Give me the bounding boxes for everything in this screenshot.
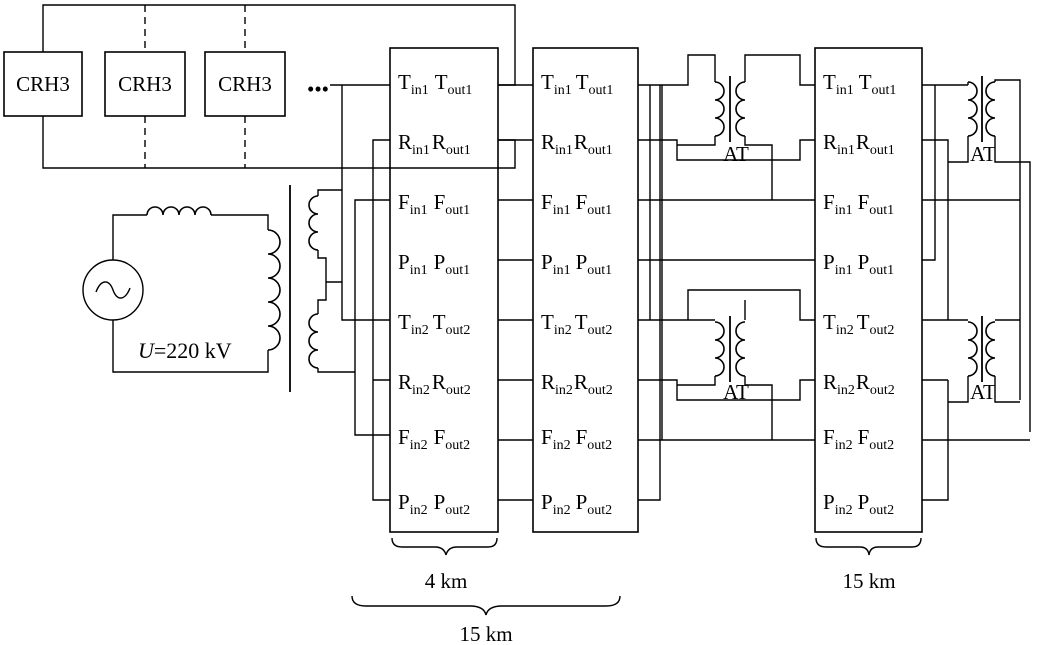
bus-t1 xyxy=(341,85,390,321)
auto-transformer-upper: AT xyxy=(638,54,815,320)
at-coil-right-icon xyxy=(735,321,746,377)
at-upper-leads xyxy=(638,54,815,320)
terminal-label: Rin2Rout2 xyxy=(541,370,613,398)
section-box-2 xyxy=(532,47,639,533)
train-label-3: CRH3 xyxy=(218,72,272,96)
distance-label-15km-total: 15 km xyxy=(459,622,512,645)
bus-r xyxy=(372,139,390,501)
brace-total-span xyxy=(351,595,621,616)
terminal-label: Rin1Rout1 xyxy=(823,130,895,158)
train-label-2: CRH3 xyxy=(118,72,172,96)
train-label-1: CRH3 xyxy=(16,72,70,96)
bus-f xyxy=(354,199,390,436)
terminal-label: Rin2Rout2 xyxy=(823,370,895,398)
at-label: AT xyxy=(970,142,996,166)
sine-wave-icon xyxy=(95,281,131,299)
links-s1-s2 xyxy=(498,84,533,501)
secondary-winding-lower-icon xyxy=(308,313,319,369)
at-coil-right-icon xyxy=(985,81,996,137)
secondary-leads xyxy=(317,189,355,373)
at-coil-right-icon xyxy=(735,81,746,137)
at-label: AT xyxy=(970,380,996,404)
at-coil-left-icon xyxy=(967,321,978,377)
distance-annotations: 4 km 15 km 15 km xyxy=(351,537,922,645)
terminal-label: Rin1Rout1 xyxy=(541,130,613,158)
source-voltage-label: U=220 kV xyxy=(138,338,232,363)
distance-label-4km: 4 km xyxy=(425,569,468,593)
at-right-upper-leads xyxy=(922,79,1031,432)
source-lead-top xyxy=(112,214,147,260)
brace-section-1 xyxy=(391,537,498,556)
distance-label-15km-right: 15 km xyxy=(842,569,895,593)
auto-transformer-right-lower: AT xyxy=(922,316,1030,501)
at-label: AT xyxy=(723,142,749,166)
auto-transformer-lower: AT xyxy=(638,289,815,440)
at-coil-left-icon xyxy=(714,321,725,377)
secondary-winding-upper-icon xyxy=(308,195,319,251)
terminal-label: Rin2Rout2 xyxy=(398,370,471,398)
source-return-lead xyxy=(112,320,269,373)
source-lead-right xyxy=(211,214,269,230)
brace-section-3 xyxy=(815,537,922,556)
more-trains-ellipsis: ••• xyxy=(307,77,329,101)
at-lower-leads xyxy=(638,289,815,440)
terminal-label: Rin1Rout1 xyxy=(398,130,471,158)
power-source: U=220 kV xyxy=(82,185,319,392)
primary-winding-icon xyxy=(267,229,281,351)
source-inductor-icon xyxy=(146,206,212,216)
auto-transformer-right-upper: AT xyxy=(922,76,1031,432)
at-coil-left-icon xyxy=(967,81,978,137)
at-label: AT xyxy=(723,380,749,404)
at-coil-left-icon xyxy=(714,81,725,137)
at-coil-right-icon xyxy=(985,321,996,377)
section-box-1 xyxy=(389,47,499,533)
at-right-lower-leads xyxy=(922,319,1030,501)
section-box-3 xyxy=(814,47,923,533)
links-s2-s3 xyxy=(638,85,815,501)
train-loads: CRH3 CRH3 CRH3 ••• xyxy=(3,51,329,117)
